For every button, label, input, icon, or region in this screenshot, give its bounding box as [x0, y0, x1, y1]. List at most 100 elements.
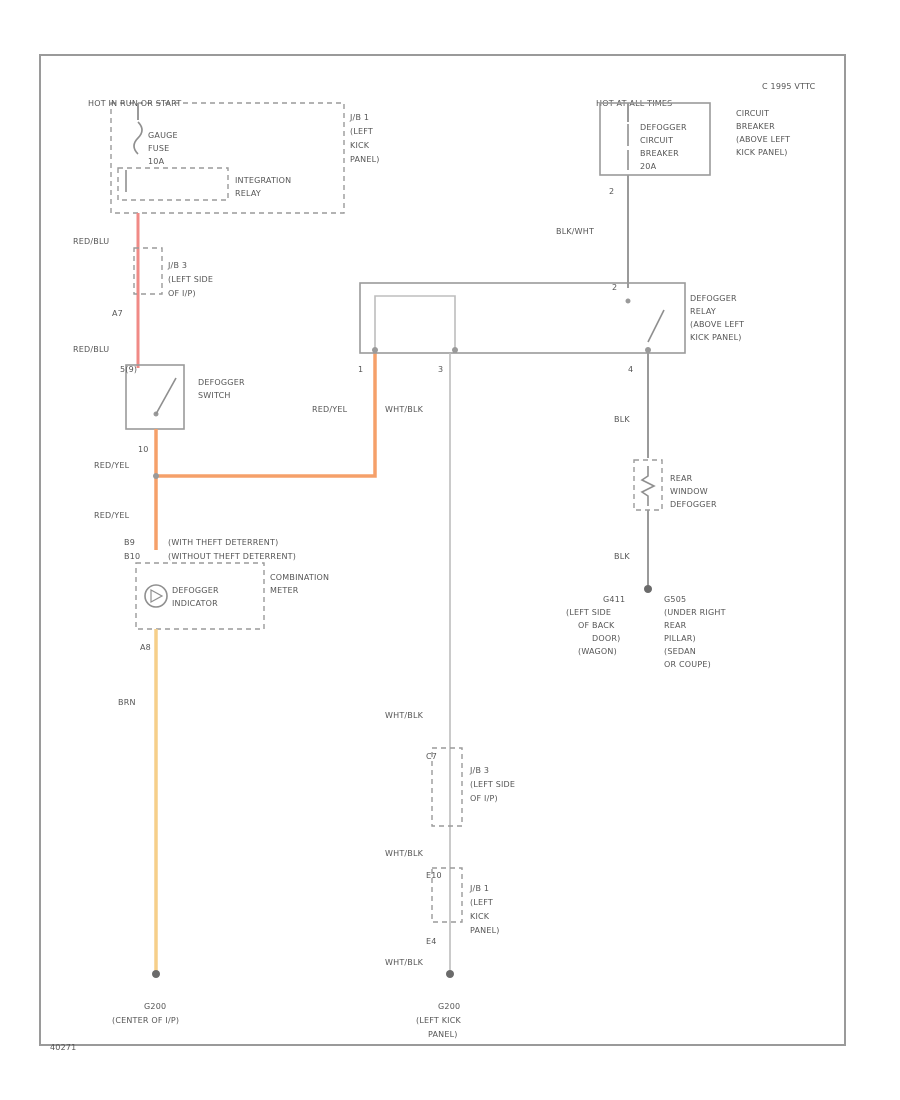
copyright-note: C 1995 VTTC	[762, 82, 816, 91]
jb1-top-label: KICK	[350, 141, 370, 150]
combination-meter-box	[135, 562, 265, 630]
ground-label: (LEFT KICK	[416, 1016, 462, 1025]
gauge-fuse-rating: 10A	[148, 157, 165, 166]
wire-color-label: BLK	[614, 552, 630, 561]
defogger-relay-label: (ABOVE LEFT	[690, 320, 744, 329]
ground-label: G411	[603, 595, 625, 604]
gauge-fuse-icon	[133, 121, 143, 155]
circuit-breaker-rating: 20A	[640, 162, 657, 171]
pin-label: E10	[426, 871, 442, 880]
pin-label: 1	[358, 365, 363, 374]
pin-label: 5(9)	[120, 365, 137, 374]
ground-icon	[446, 970, 454, 978]
pin-label: E4	[426, 937, 437, 946]
integration-relay-label: RELAY	[235, 189, 261, 198]
jb1-bottom-label: KICK	[470, 912, 490, 921]
wire-color-label: RED/BLU	[73, 237, 109, 246]
defogger-relay-label: KICK PANEL)	[690, 333, 742, 342]
defogger-relay-label: RELAY	[690, 307, 716, 316]
ground-label: PILLAR)	[664, 634, 696, 643]
pin-label: A8	[140, 643, 151, 652]
defogger-switch-box	[125, 364, 185, 430]
jb3-bottom-label: J/B 3	[469, 766, 489, 775]
jb3-top-label: (LEFT SIDE	[168, 275, 213, 284]
ground-label: PANEL)	[428, 1030, 458, 1039]
pin-label: B10	[124, 552, 140, 561]
jb1-top-label: (LEFT	[350, 127, 373, 136]
ground-label: OR COUPE)	[664, 660, 711, 669]
rear-window-defogger-icon	[640, 466, 656, 506]
wire-color-label: WHT/BLK	[385, 958, 424, 967]
diagram-frame	[39, 54, 846, 1046]
integration-relay-box	[117, 167, 229, 201]
variant-label: (WITH THEFT DETERRENT)	[168, 538, 278, 547]
ground-label: (SEDAN	[664, 647, 696, 656]
red-yel-relay-wire	[156, 352, 377, 478]
ground-label: (UNDER RIGHT	[664, 608, 726, 617]
junction-block-3-top	[133, 247, 163, 295]
circuit-breaker-location: (ABOVE LEFT	[736, 135, 790, 144]
circuit-breaker-location: CIRCUIT	[736, 109, 769, 118]
jb3-top-label: J/B 3	[167, 261, 187, 270]
rear-defogger-label: WINDOW	[670, 487, 708, 496]
junction-block-1-top	[110, 102, 345, 214]
jb1-bottom-label: J/B 1	[469, 884, 489, 893]
pin-label: 4	[628, 365, 633, 374]
combination-meter-label: METER	[270, 586, 299, 595]
ground-label: (CENTER OF I/P)	[112, 1016, 179, 1025]
variant-label: (WITHOUT THEFT DETERRENT)	[168, 552, 296, 561]
diagram-code: 40271	[50, 1043, 76, 1052]
wire-color-label: RED/YEL	[312, 405, 348, 414]
relay-terminal	[452, 347, 458, 353]
jb1-top-label: PANEL)	[350, 155, 380, 164]
relay-terminal	[625, 298, 631, 304]
ground-icon	[644, 585, 652, 593]
pin-label: 2	[609, 187, 614, 196]
ground-label: G200	[144, 1002, 166, 1011]
ground-label: (WAGON)	[578, 647, 617, 656]
indicator-led-symbol	[150, 588, 164, 604]
jb3-top-label: OF I/P)	[168, 289, 196, 298]
circuit-breaker-label: BREAKER	[640, 149, 679, 158]
jb1-top-label: J/B 1	[349, 113, 369, 122]
junction-block-1-bottom	[431, 867, 463, 923]
defogger-indicator-icon	[144, 584, 168, 608]
gauge-fuse-label: FUSE	[148, 144, 169, 153]
hot-in-run-label: HOT IN RUN OR START	[88, 99, 181, 108]
defogger-indicator-label: INDICATOR	[172, 599, 218, 608]
wire-color-label: RED/YEL	[94, 511, 130, 520]
wire-color-label: BLK/WHT	[556, 227, 594, 236]
defogger-switch-icon	[155, 377, 177, 415]
circuit-breaker-label: CIRCUIT	[640, 136, 673, 145]
wire-color-label: RED/YEL	[94, 461, 130, 470]
wire-color-label: WHT/BLK	[385, 711, 424, 720]
circuit-breaker-box	[599, 102, 711, 176]
relay-coil	[374, 295, 456, 348]
defogger-relay-box	[359, 282, 686, 354]
relay-terminal	[645, 347, 651, 353]
rear-defogger-label: REAR	[670, 474, 693, 483]
jb3-bottom-label: (LEFT SIDE	[470, 780, 515, 789]
defogger-relay-label: DEFOGGER	[690, 294, 737, 303]
ground-label: DOOR)	[592, 634, 620, 643]
ground-label: G505	[664, 595, 686, 604]
gauge-fuse-label: GAUGE	[148, 131, 178, 140]
jb1-bottom-label: PANEL)	[470, 926, 500, 935]
splice-point	[153, 473, 159, 479]
defogger-switch-label: DEFOGGER	[198, 378, 245, 387]
ground-label: (LEFT SIDE	[566, 608, 611, 617]
wire-color-label: BLK	[614, 415, 630, 424]
rear-defogger-label: DEFOGGER	[670, 500, 717, 509]
jb1-bottom-label: (LEFT	[470, 898, 493, 907]
pin-label: 3	[438, 365, 443, 374]
ground-icon	[152, 970, 160, 978]
circuit-breaker-label: DEFOGGER	[640, 123, 687, 132]
relay-terminal	[372, 347, 378, 353]
pin-label: 10	[138, 445, 149, 454]
wire-color-label: WHT/BLK	[385, 405, 424, 414]
circuit-breaker-location: KICK PANEL)	[736, 148, 788, 157]
wire-color-label: RED/BLU	[73, 345, 109, 354]
circuit-breaker-location: BREAKER	[736, 122, 775, 131]
wire-color-label: WHT/BLK	[385, 849, 424, 858]
